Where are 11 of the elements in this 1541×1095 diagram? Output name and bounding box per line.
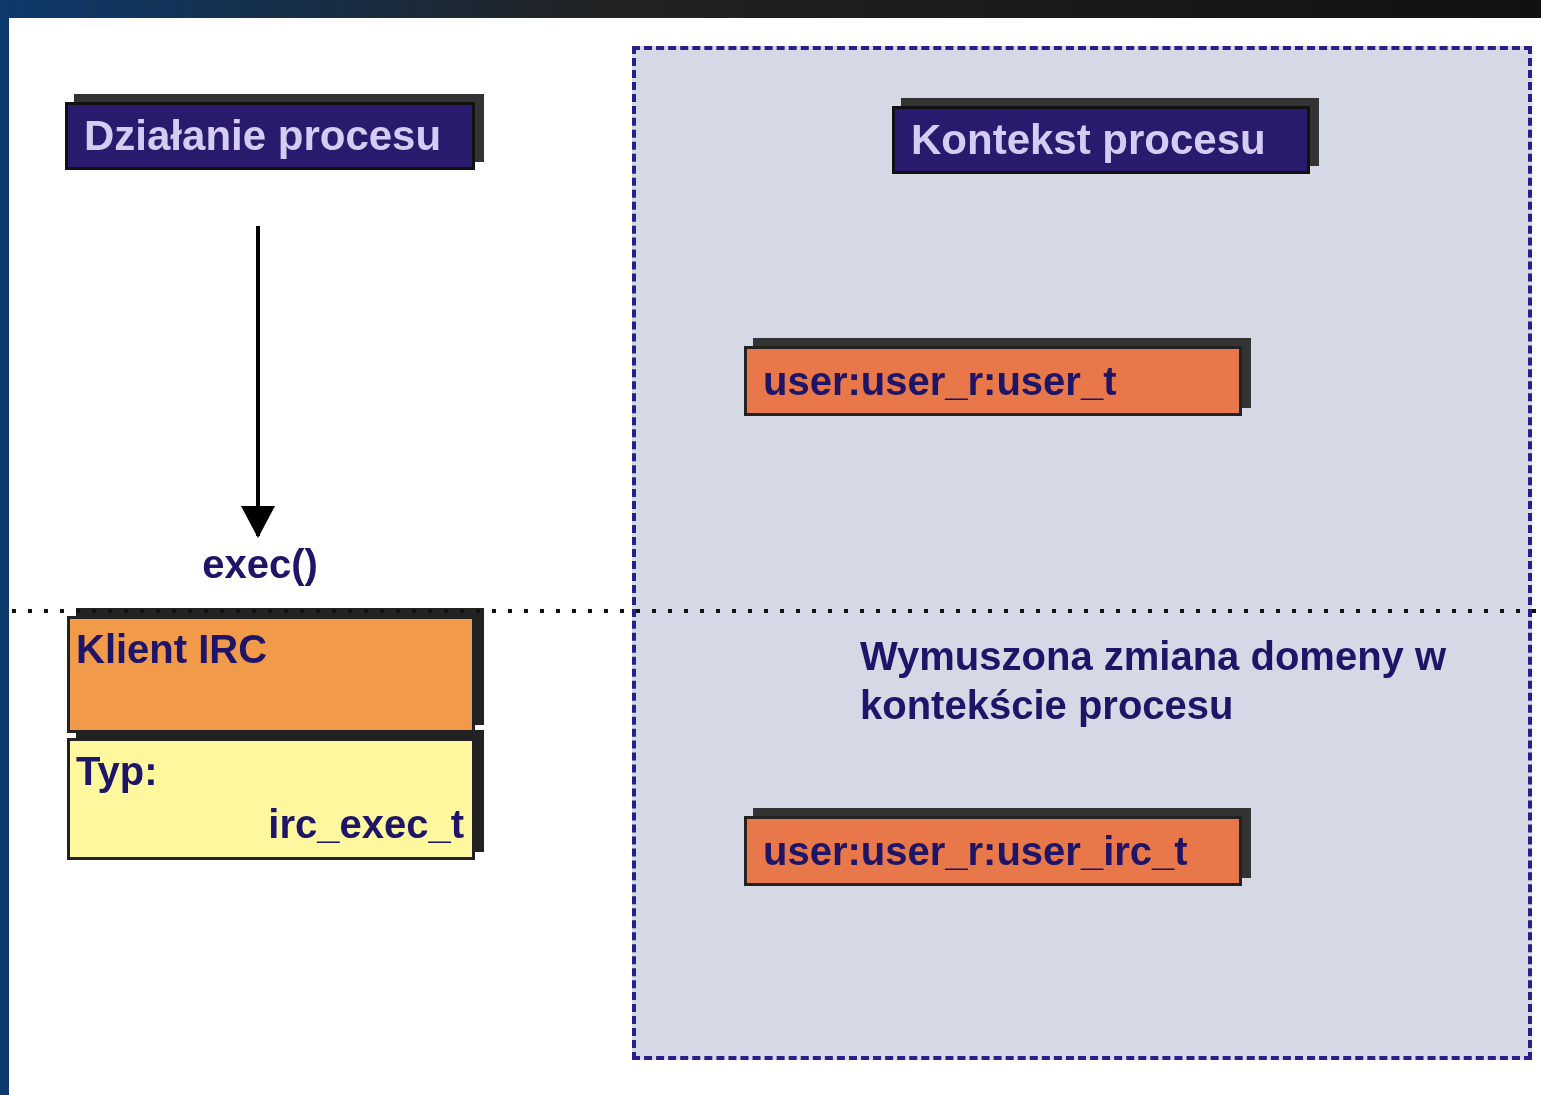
box-text: user:user_r:user_t [763, 358, 1117, 404]
note-text: Wymuszona zmiana domeny w kontekście procesu [860, 633, 1448, 729]
arrow [241, 226, 275, 538]
function-label: exec() [201, 542, 319, 587]
box-text: Działanie procesu [84, 112, 442, 160]
box-text: user:user_r:user_irc_t [763, 828, 1188, 874]
context-region [632, 46, 1532, 1060]
box-text: Klient IRC [76, 627, 268, 672]
box-text: Kontekst procesu [911, 116, 1266, 164]
type-name: irc_exec_t [268, 802, 464, 847]
field-label: Typ: [76, 749, 158, 794]
